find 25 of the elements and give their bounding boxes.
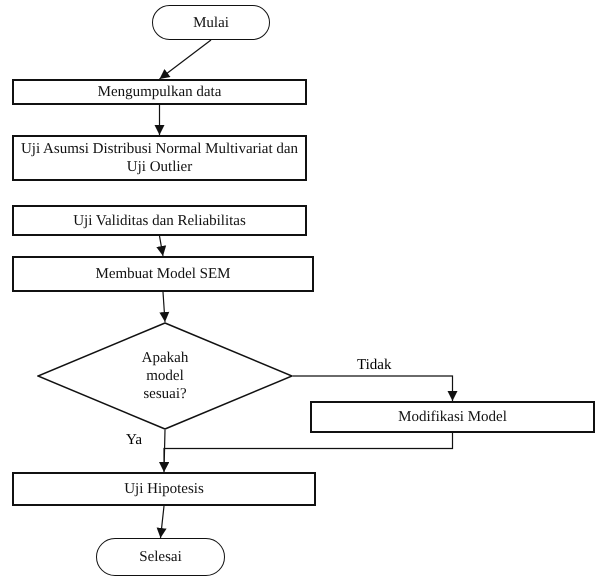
node-text: Modifikasi Model <box>398 408 507 426</box>
process-box <box>12 79 307 105</box>
node-text: Uji Asumsi Distribusi Normal Multivariat dan Uji Outlier <box>20 140 300 176</box>
arrow <box>159 292 170 322</box>
node-text: Membuat Model SEM <box>96 265 230 283</box>
decision-diamond <box>37 322 293 430</box>
terminator-shape <box>152 5 270 40</box>
arrow <box>156 236 166 256</box>
process-box <box>12 256 314 292</box>
arrow <box>293 375 458 401</box>
arrow <box>159 433 454 472</box>
node-text: Mengumpulkan data <box>98 83 222 101</box>
node-text: Uji Validitas dan Reliabilitas <box>73 212 246 230</box>
terminator-shape <box>96 538 225 576</box>
process-box <box>12 135 307 181</box>
arrow <box>154 105 164 135</box>
arrow <box>156 506 167 538</box>
process-box <box>310 401 595 433</box>
arrow <box>159 40 212 80</box>
node-text: Uji Hipotesis <box>124 480 204 498</box>
node-text: Apakah model sesuai? <box>140 349 190 403</box>
node-text: Mulai <box>193 14 229 32</box>
process-box <box>12 472 316 506</box>
process-box <box>12 205 307 236</box>
node-text: Selesai <box>139 548 182 566</box>
